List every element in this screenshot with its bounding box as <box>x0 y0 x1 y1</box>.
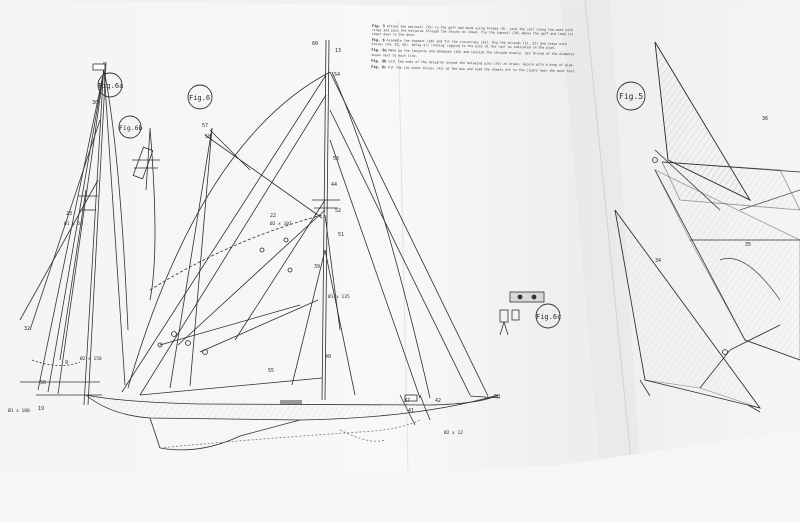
fig-6c-label-group: Fig.6c <box>535 303 561 329</box>
fig-6c-label: Fig.6c <box>536 313 561 321</box>
callout: Ø1 x 135 <box>328 293 350 300</box>
instruction-title: Fig. 6c <box>371 64 387 70</box>
callout: Ø2 x 107 <box>270 220 292 227</box>
callout: 40 <box>325 354 331 360</box>
instruction-title: Fig. 6b <box>371 58 387 63</box>
callout: 32 <box>24 326 30 332</box>
callout: 52 <box>335 208 341 214</box>
fig-6b-label: Fig.6b <box>119 124 143 132</box>
fig-6a-label: Fig.6a <box>98 82 123 90</box>
fig-6b-label-group: Fig.6b <box>118 115 143 139</box>
fig-5-label-group: Fig.5 <box>616 81 646 111</box>
callout: Ø1 x 58 <box>64 220 83 227</box>
fig-6a-label-group: Fig.6a <box>97 72 123 98</box>
callout: 44 <box>331 182 337 188</box>
fig-6-label: Fig.6 <box>189 94 210 102</box>
callout: 9 <box>65 360 68 366</box>
part-callouts: 60 54 53 52 51 57 55 56 50 58 42 37 30 9… <box>8 41 768 436</box>
callout: 57 <box>202 123 208 129</box>
callout: 58 <box>205 134 211 140</box>
callout: 19 <box>38 406 44 412</box>
instruction-body: Make up the lanyards and deadeyes (40) a… <box>371 48 575 58</box>
callout: 35 <box>745 242 751 248</box>
callout: 30 <box>92 100 98 106</box>
callout: 13 <box>335 48 341 54</box>
fig6b-detail-drawing <box>132 129 160 191</box>
callout: 50 <box>494 394 500 400</box>
callout: 56 <box>40 380 46 386</box>
table-surface <box>0 430 800 522</box>
callout: 37 <box>404 398 410 404</box>
callout: 23 <box>66 211 72 217</box>
callout: 34 <box>655 258 661 264</box>
callout: 36 <box>762 116 768 122</box>
callout: 22 <box>270 213 276 219</box>
callout: 54 <box>334 72 340 78</box>
callout: Ø1 x 100 <box>8 407 30 414</box>
fig6a-mast-drawing <box>19 61 129 406</box>
fig-5-label: Fig.5 <box>619 92 643 101</box>
callout: 42 <box>435 398 441 404</box>
fig6c-detail-drawing <box>499 291 545 336</box>
callout: 55 <box>268 368 274 374</box>
instruction-text-block: Fig. 5 Attach the mainsail (35) to the g… <box>367 24 579 243</box>
callout: 60 <box>312 41 318 47</box>
callout: 53 <box>333 156 339 162</box>
fig5-sails-drawing <box>614 41 800 413</box>
fig-6-label-group: Fig.6 <box>187 84 213 110</box>
callout: 39 <box>314 264 320 270</box>
callout: Ø2 x 158 <box>80 355 102 362</box>
callout: 51 <box>338 232 344 238</box>
callout: Ø2 x 12 <box>444 429 463 436</box>
callout: 41 <box>408 408 414 414</box>
hull-keel-hatching <box>86 395 498 420</box>
paper-fold-line <box>584 0 633 471</box>
